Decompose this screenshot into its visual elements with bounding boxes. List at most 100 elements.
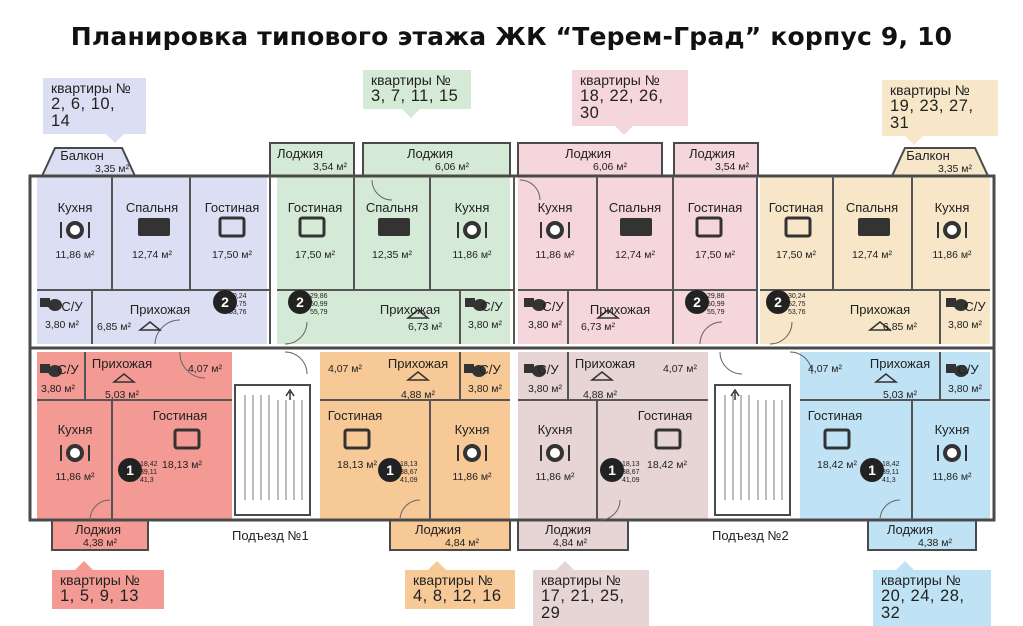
kitchen-icon [60,221,90,239]
area-label: 4,84 м² [445,537,480,549]
svg-text:41,3: 41,3 [882,477,896,484]
apartment-zone [518,176,756,344]
loggia-zone [269,142,355,177]
bedroom-label: Спальня [609,200,661,215]
svg-text:38,67: 38,67 [622,469,640,476]
living-label: Гостиная [769,200,824,215]
loggia-label: Лоджия [545,522,591,537]
balcony-label: Балкон [906,148,950,163]
corridor-area: 4,07 м² [188,363,223,375]
area-label: 11,86 м² [55,471,95,483]
svg-text:52,75: 52,75 [229,301,247,308]
svg-text:52,75: 52,75 [788,301,806,308]
area-label: 12,74 м² [615,249,655,261]
kitchen-icon [937,444,967,462]
apt-group-tag-bottom-right: квартиры № 20, 24, 28, 32 [873,561,991,626]
hall-label: Прихожая [130,302,190,317]
area-label: 11,86 м² [452,471,492,483]
area-label: 6,85 м² [883,321,918,333]
kitchen-icon [540,444,570,462]
kitchen-label: Кухня [935,200,970,215]
hall-label: Прихожая [590,302,650,317]
apartment-zone [277,176,510,344]
area-label: 17,50 м² [212,249,252,261]
svg-text:29,86: 29,86 [707,293,725,300]
svg-text:18,42: 18,42 [882,461,900,468]
apt-group-label: квартиры № [371,72,451,88]
hall-label: Прихожая [850,302,910,317]
area-label: 11,86 м² [55,249,95,261]
loggia-label: Лоджия [277,146,323,161]
svg-text:38,67: 38,67 [400,469,418,476]
area-label: 11,86 м² [535,249,575,261]
kitchen-label: Кухня [538,200,573,215]
kitchen-icon [937,221,967,239]
svg-text:41,3: 41,3 [140,477,154,484]
area-label: 4,88 м² [401,389,436,401]
hall-label: Прихожая [870,356,930,371]
loggia-label: Лоджия [75,522,121,537]
area-label: 11,86 м² [932,471,972,483]
kitchen-icon [60,444,90,462]
svg-text:18,13: 18,13 [622,461,640,468]
svg-text:39,11: 39,11 [882,469,899,476]
apt-group-label: квартиры № [580,72,660,88]
hall-label: Прихожая [388,356,448,371]
kitchen-icon [540,221,570,239]
svg-text:2: 2 [693,294,701,310]
area-label: 6,85 м² [97,321,132,333]
area-label: 6,06 м² [593,161,628,173]
area-label: 11,86 м² [452,249,492,261]
svg-text:18,13: 18,13 [400,461,418,468]
apt-group-numbers: 4, 8, 12, 16 [413,586,502,605]
area-label: 6,06 м² [435,161,470,173]
apt-group-label: квартиры № [541,572,621,588]
bath-label: С/У [479,362,501,377]
stairwell [234,384,311,516]
svg-text:30,24: 30,24 [229,293,247,300]
corridor-area: 4,07 м² [328,363,363,375]
loggia-label: Лоджия [407,146,453,161]
apt-group-tag-top-mid-left: квартиры № 3, 7, 11, 15 [363,70,471,118]
area-label: 17,50 м² [295,249,335,261]
area-label: 3,80 м² [948,319,983,331]
bath-label: С/У [61,299,83,314]
area-label: 3,80 м² [948,383,983,395]
svg-text:18,42: 18,42 [140,461,158,468]
bath-label: С/У [964,299,986,314]
svg-text:41,09: 41,09 [400,477,418,484]
apt-group-label: квартиры № [881,572,961,588]
kitchen-label: Кухня [58,200,93,215]
area-label: 6,73 м² [408,321,443,333]
corridor-area: 4,07 м² [663,363,698,375]
living-label: Гостиная [638,408,693,423]
apt-group-tag-bottom-mid-right: квартиры № 17, 21, 25, 29 [533,561,649,626]
svg-text:50,99: 50,99 [310,301,328,308]
living-label: Гостиная [328,408,383,423]
area-label: 11,86 м² [932,249,972,261]
apartment-zone [760,176,990,344]
svg-text:55,79: 55,79 [310,309,328,316]
svg-text:53,76: 53,76 [229,309,247,316]
apt-group-numbers: 3, 7, 11, 15 [371,86,459,105]
loggia-zone [517,142,663,177]
hall-label: Прихожая [92,356,152,371]
area-label: 3,54 м² [715,161,750,173]
area-label: 3,35 м² [938,163,973,175]
hall-label: Прихожая [575,356,635,371]
apt-group-label: квартиры № [51,80,131,96]
area-label: 18,13 м² [162,459,202,471]
corridor-area: 4,07 м² [808,363,843,375]
bath-label: С/У [957,362,979,377]
apt-group-numbers: 17, 21, 25, 29 [541,586,625,622]
apt-group-label: квартиры № [890,82,970,98]
area-label: 11,86 м² [535,471,575,483]
apartment-zone [37,176,267,344]
loggia-label: Лоджия [565,146,611,161]
room-labels: Балкон 3,35 м² Балкон 3,35 м² Лоджия 3,5… [41,146,986,549]
apt-group-tag-top-right: квартиры № 19, 23, 27, 31 [882,80,998,146]
kitchen-label: Кухня [455,422,490,437]
